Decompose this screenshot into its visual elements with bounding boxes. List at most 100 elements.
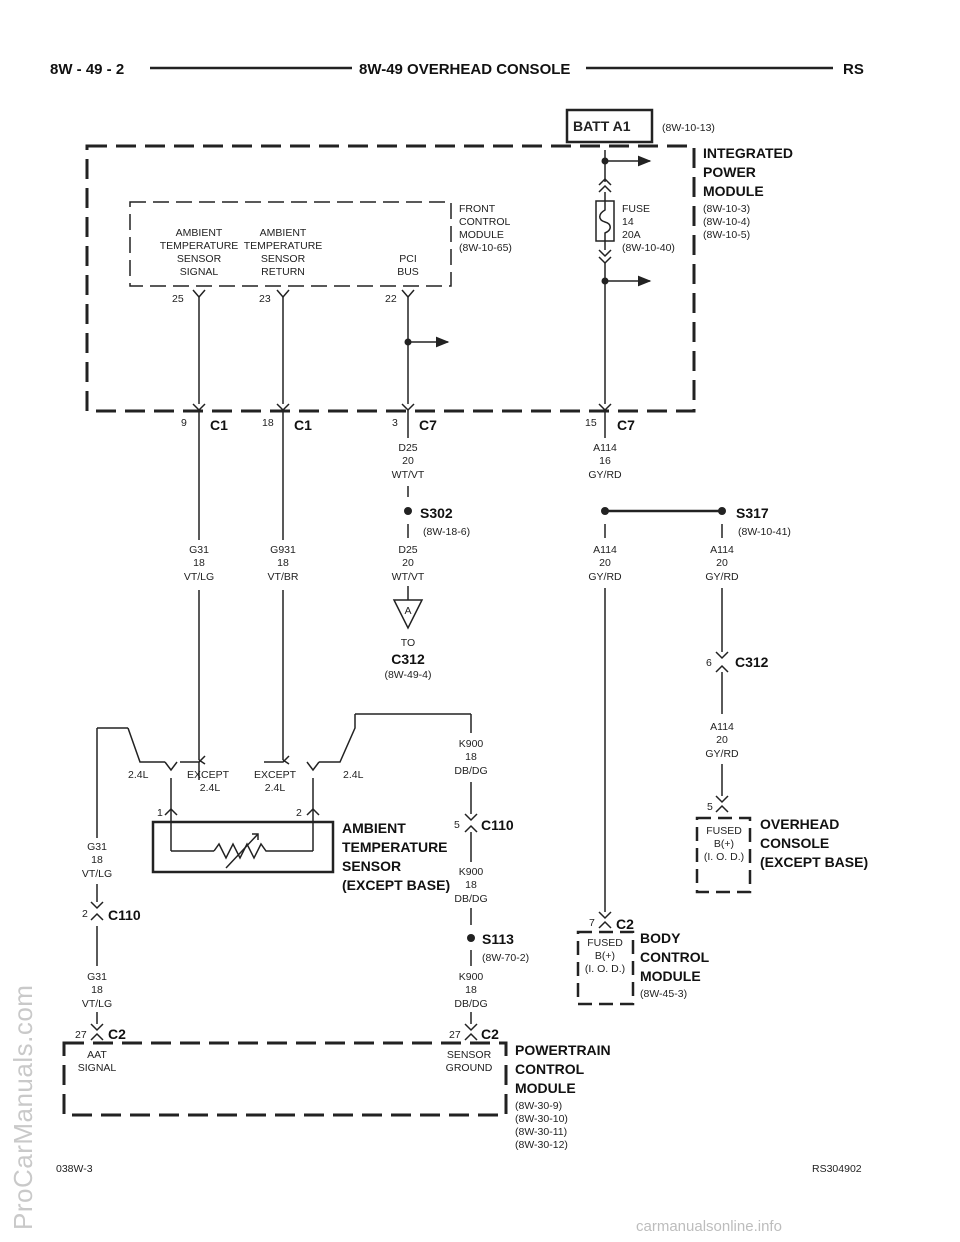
- svg-text:G31: G31: [87, 971, 107, 983]
- c110-b-pin-symbol: [90, 901, 104, 921]
- wire-g31-a: G31 18 VT/LG: [184, 544, 214, 583]
- svg-text:A114: A114: [710, 544, 734, 556]
- svg-text:B(+): B(+): [714, 838, 734, 850]
- svg-text:(8W-30-10): (8W-30-10): [515, 1113, 568, 1125]
- svg-text:AAT: AAT: [87, 1049, 107, 1061]
- pcm-c2-a-pin-symbol: [90, 1023, 104, 1041]
- svg-text:20: 20: [402, 455, 414, 467]
- svg-text:18: 18: [193, 557, 205, 569]
- svg-text:GROUND: GROUND: [446, 1062, 493, 1074]
- svg-text:(8W-45-3): (8W-45-3): [640, 988, 687, 1000]
- svg-text:BUS: BUS: [397, 266, 419, 278]
- c110-a-pin-symbol: [464, 813, 478, 833]
- bcm-title: BODY CONTROL MODULE (8W-45-3): [640, 930, 710, 1000]
- c7-pin-15: 15: [585, 417, 597, 429]
- svg-text:20: 20: [716, 557, 728, 569]
- svg-text:18: 18: [465, 984, 477, 996]
- svg-text:GY/RD: GY/RD: [705, 571, 739, 583]
- c1-connector-b: C1: [294, 417, 312, 433]
- c110-pin-2: 2: [82, 908, 88, 920]
- s317-ref: (8W-10-41): [738, 526, 791, 538]
- svg-text:GY/RD: GY/RD: [588, 469, 622, 481]
- svg-text:POWER: POWER: [703, 164, 756, 180]
- pcm-aat-signal: AAT SIGNAL: [78, 1049, 117, 1074]
- pcm-pin-27-a: 27: [75, 1029, 87, 1041]
- offpage-to: TO: [401, 637, 415, 649]
- svg-text:VT/LG: VT/LG: [82, 868, 112, 880]
- batt-a1-box: [565, 108, 654, 144]
- s302-splice: [404, 507, 412, 515]
- svg-text:SIGNAL: SIGNAL: [78, 1062, 117, 1074]
- svg-text:2.4L: 2.4L: [265, 782, 286, 794]
- pcm-sensor-ground: SENSOR GROUND: [446, 1049, 493, 1074]
- fcm-pin-25: 25: [172, 293, 184, 305]
- wire-g931: G931 18 VT/BR: [268, 544, 299, 583]
- pcm-c2-connector-a: C2: [108, 1026, 126, 1042]
- svg-text:EXCEPT: EXCEPT: [254, 769, 297, 781]
- wire-k900-a: K900 18 DB/DG: [454, 738, 487, 777]
- svg-text:SENSOR: SENSOR: [261, 253, 306, 265]
- bcm-box: [576, 930, 635, 1006]
- pci-bus-junction: [404, 338, 412, 346]
- c312-pin-6: 6: [706, 657, 712, 669]
- c312-connector: C312: [735, 654, 769, 670]
- svg-text:(8W-30-11): (8W-30-11): [515, 1126, 567, 1138]
- wire-g31-c: G31 18 VT/LG: [82, 971, 112, 1010]
- pcm-box: [62, 1041, 508, 1117]
- svg-text:G31: G31: [87, 841, 107, 853]
- svg-text:CONTROL: CONTROL: [640, 949, 710, 965]
- svg-text:RETURN: RETURN: [261, 266, 305, 278]
- watermark-bottom: carmanualsonline.info: [636, 1218, 782, 1235]
- svg-text:(I. O. D.): (I. O. D.): [585, 963, 625, 975]
- wire-a114-c312: A114 20 GY/RD: [705, 721, 739, 760]
- svg-text:AMBIENT: AMBIENT: [342, 820, 406, 836]
- bcm-c2-connector: C2: [616, 916, 634, 932]
- s113-splice: [467, 934, 475, 942]
- svg-text:SENSOR: SENSOR: [177, 253, 222, 265]
- svg-text:18: 18: [465, 879, 477, 891]
- svg-text:AMBIENT: AMBIENT: [176, 227, 223, 239]
- svg-text:(8W-10-3): (8W-10-3): [703, 203, 750, 215]
- wire-k900-c: K900 18 DB/DG: [454, 971, 487, 1010]
- page-header: 8W - 49 - 2 8W-49 OVERHEAD CONSOLE RS: [50, 61, 864, 78]
- svg-text:VT/LG: VT/LG: [184, 571, 214, 583]
- ipm-internal-wires: [192, 150, 612, 412]
- svg-text:DB/DG: DB/DG: [454, 765, 487, 777]
- svg-text:CONSOLE: CONSOLE: [760, 835, 829, 851]
- s302-label: S302: [420, 505, 453, 521]
- bcm-pin-symbol: [598, 911, 612, 929]
- fcm-box: [129, 201, 452, 287]
- option-except-2-4l-b: EXCEPT 2.4L: [254, 769, 297, 794]
- svg-text:K900: K900: [459, 971, 484, 983]
- offpage-letter: A: [404, 605, 411, 617]
- svg-text:FUSED: FUSED: [587, 937, 623, 949]
- svg-text:D25: D25: [398, 544, 417, 556]
- c110-connector-b: C110: [108, 907, 141, 923]
- svg-text:TEMPERATURE: TEMPERATURE: [160, 240, 239, 252]
- svg-text:EXCEPT: EXCEPT: [187, 769, 230, 781]
- batt-a1-ref: (8W-10-13): [662, 122, 715, 134]
- svg-text:(I. O. D.): (I. O. D.): [704, 851, 744, 863]
- svg-text:BODY: BODY: [640, 930, 681, 946]
- wire-d25-bottom: D25 20 WT/VT: [392, 544, 425, 583]
- svg-text:14: 14: [622, 216, 634, 228]
- svg-text:GY/RD: GY/RD: [705, 748, 739, 760]
- svg-text:16: 16: [599, 455, 611, 467]
- ohc-inner-label: FUSED B(+) (I. O. D.): [704, 825, 744, 863]
- svg-text:FUSE: FUSE: [622, 203, 650, 215]
- svg-text:(EXCEPT BASE): (EXCEPT BASE): [342, 877, 450, 893]
- svg-text:FRONT: FRONT: [459, 203, 496, 215]
- svg-text:(8W-10-4): (8W-10-4): [703, 216, 750, 228]
- engine-option-switches: [127, 714, 356, 780]
- wire-a114-right: A114 20 GY/RD: [705, 544, 739, 583]
- svg-text:(EXCEPT BASE): (EXCEPT BASE): [760, 854, 868, 870]
- overhead-console-box: [695, 816, 752, 894]
- svg-text:20: 20: [599, 557, 611, 569]
- ohc-pin-5: 5: [707, 801, 713, 813]
- svg-text:GY/RD: GY/RD: [588, 571, 622, 583]
- svg-text:K900: K900: [459, 866, 484, 878]
- svg-text:VT/LG: VT/LG: [82, 998, 112, 1010]
- option-2-4l-b: 2.4L: [343, 769, 364, 781]
- svg-text:DB/DG: DB/DG: [454, 998, 487, 1010]
- svg-text:B(+): B(+): [595, 950, 615, 962]
